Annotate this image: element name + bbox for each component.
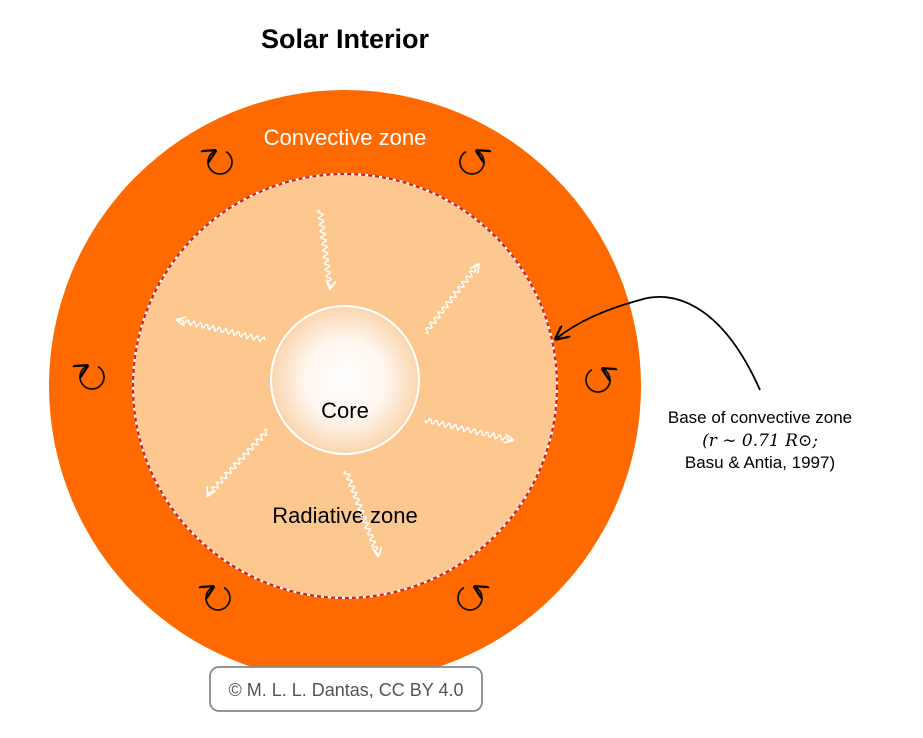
annotation-pointer-arrow — [557, 296, 761, 391]
convection-cells — [80, 152, 610, 611]
core-label: Core — [321, 398, 369, 423]
wavy-arrow-icon — [424, 417, 512, 441]
credit-box — [209, 666, 483, 712]
convective-zone-base-boundary-dashes — [131, 172, 559, 600]
wavy-arrow-icon — [316, 209, 332, 288]
circular-arrow-icon — [459, 152, 484, 175]
radiative-zone-label: Radiative zone — [272, 503, 418, 528]
circular-arrow-icon — [457, 588, 482, 611]
convective-zone-label: Convective zone — [264, 125, 427, 150]
wavy-arrow-icon — [424, 265, 478, 335]
core — [270, 305, 420, 455]
wavy-arrow-icon — [208, 428, 269, 495]
annotation-line-1: Base of convective zone — [668, 408, 852, 427]
circular-arrow-icon — [80, 367, 105, 390]
annotation-line-3: Basu & Antia, 1997) — [685, 453, 835, 472]
circular-arrow-icon — [206, 588, 231, 611]
wavy-arrow-icon — [178, 320, 266, 343]
annotation-line-2: (r ∼ 0.71 R⊙; — [702, 431, 818, 451]
circular-arrow-icon — [585, 370, 610, 393]
page-title: Solar Interior — [261, 24, 430, 54]
circular-arrow-icon — [208, 152, 233, 175]
photon-paths — [178, 209, 512, 555]
credit-text: © M. L. L. Dantas, CC BY 4.0 — [228, 680, 463, 700]
wavy-arrow-icon — [342, 470, 378, 555]
